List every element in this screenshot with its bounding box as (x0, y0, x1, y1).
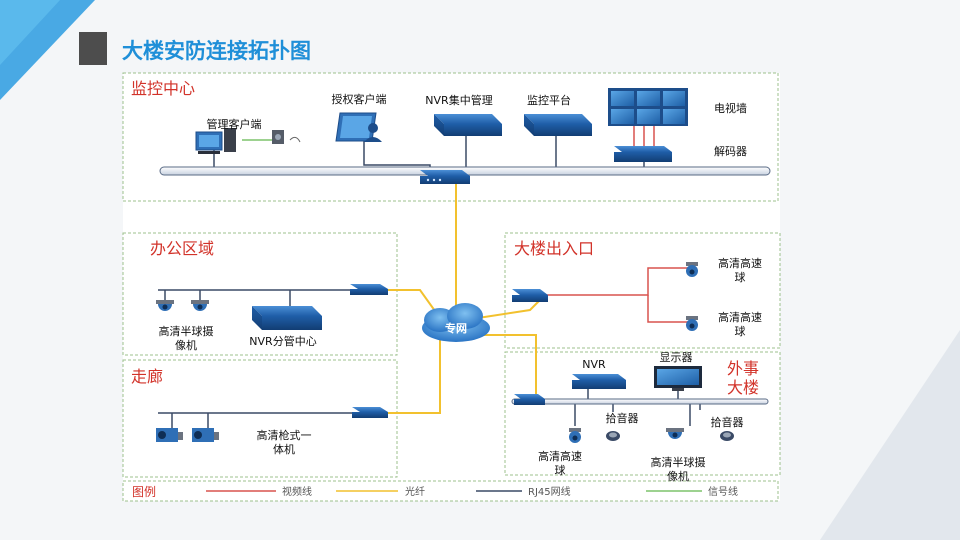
private-network-cloud: 专网 (422, 303, 490, 342)
zone-corridor (122, 359, 398, 478)
legend-label-video: 视频线 (282, 485, 312, 498)
label-auth-client: 授权客户端 (332, 92, 387, 106)
decoder-icon (614, 146, 672, 162)
label-hd-speed-dome-2: 高清高速球 (718, 310, 762, 338)
legend-label-signal: 信号线 (708, 485, 738, 498)
label-display: 显示器 (660, 351, 693, 364)
zone-label-external: 外事大楼 (727, 359, 759, 397)
label-nvr-ext: NVR (582, 358, 606, 371)
zone-office (122, 232, 398, 356)
label-hd-speed-dome-1: 高清高速球 (718, 256, 762, 284)
hd-speed-dome-icon (686, 262, 698, 331)
label-nvr-central: NVR集中管理 (425, 93, 492, 107)
ext-speed-dome-icon (569, 428, 581, 443)
auth-client-icon (335, 112, 382, 142)
nvr-branch-icon (252, 306, 322, 330)
ext-dome-camera-icon (666, 428, 684, 439)
label-mgmt-client: 管理客户端 (207, 117, 262, 131)
nvr-central-icon (434, 114, 502, 136)
entrance-switch (512, 289, 548, 302)
label-hd-speed-dome-ext: 高清高速球 (538, 449, 582, 477)
hd-dome-camera-icon (156, 300, 209, 311)
label-monitor-platform: 监控平台 (527, 93, 571, 107)
hd-bullet-camera-icon (156, 428, 219, 442)
private-network-label: 专网 (445, 321, 467, 335)
legend-box (122, 480, 779, 502)
zone-label-entrance: 大楼出入口 (514, 239, 594, 258)
office-switch (350, 284, 388, 295)
monitor-platform-icon (524, 114, 592, 136)
legend: 图例 视频线 光纤 RJ45网线 信号线 (132, 485, 738, 499)
label-tv-wall: 电视墙 (714, 101, 747, 115)
zone-external (504, 351, 781, 476)
zone-entrance (504, 232, 781, 349)
corridor-switch (352, 407, 388, 418)
label-hd-dome-office: 高清半球摄像机 (159, 324, 214, 352)
label-pickup-2: 拾音器 (711, 415, 744, 429)
fiber-lines (386, 180, 541, 414)
pickup-icon (606, 431, 734, 441)
label-nvr-branch: NVR分管中心 (249, 334, 316, 348)
zone-label-monitor-center: 监控中心 (131, 79, 195, 98)
nvr-ext-icon (572, 374, 626, 389)
legend-title: 图例 (132, 485, 156, 499)
legend-label-fiber: 光纤 (405, 485, 425, 498)
label-pickup-1: 拾音器 (606, 411, 639, 425)
slide-title: 大楼安防连接拓扑图 (122, 39, 311, 63)
zone-label-corridor: 走廊 (131, 367, 163, 386)
zone-label-office: 办公区域 (150, 239, 214, 258)
display-icon (654, 366, 702, 391)
title-bullet (79, 32, 107, 65)
core-switch (420, 170, 470, 184)
zone-monitor-center (122, 72, 779, 202)
label-decoder: 解码器 (714, 144, 747, 158)
legend-label-rj45: RJ45网线 (528, 485, 571, 498)
lan-bus-external (511, 398, 769, 405)
label-hd-dome-ext: 高清半球摄像机 (651, 455, 706, 483)
management-client-icon (195, 128, 236, 154)
tv-wall-icon (608, 88, 688, 126)
label-hd-bullet: 高清枪式一体机 (257, 428, 312, 456)
external-switch (514, 394, 545, 405)
camera-small-icon (272, 130, 301, 144)
